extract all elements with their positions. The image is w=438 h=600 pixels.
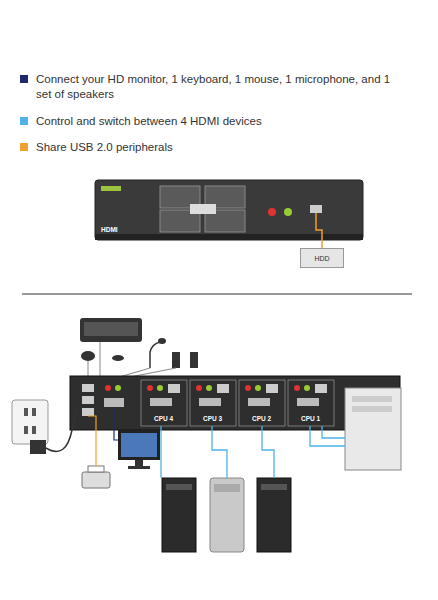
speaker [190,352,198,368]
wall-outlet [12,400,48,444]
monitor [118,430,160,460]
audio-jack [115,385,121,391]
legend-text: Share USB 2.0 peripherals [36,140,406,155]
hdmi-cable [161,426,274,478]
peripheral-cable [88,342,176,378]
legend-swatch [20,117,28,125]
printer [82,472,110,488]
speaker [172,352,180,368]
legend-swatch [20,75,28,83]
power-adapter [30,440,46,454]
usb-cable [88,416,96,466]
kvm-base [95,234,363,240]
drive-box: HDD [300,248,344,268]
hdmi-out [104,398,124,407]
audio-jack [105,385,111,391]
mouse [81,351,95,361]
computer-tower [210,478,244,552]
keyboard-keys [84,322,138,336]
usb-cable [316,213,322,248]
hdmi-logo: HDMI [101,226,118,233]
legend-swatch [20,143,28,151]
microphone [150,342,160,368]
usb-port [82,408,94,416]
drive-label: HDD [314,255,329,262]
divider [22,294,412,295]
kvm-front [95,180,363,240]
power-cable [46,405,78,451]
audio-jack [268,208,276,216]
mouse [112,355,124,361]
hdmi-cable [310,426,345,446]
usb-port [310,205,322,213]
usb-port [82,384,94,392]
brand-logo [101,186,121,191]
cpu-ports [141,380,334,426]
usb-port [82,396,94,404]
port-label: CPU 2 [252,415,271,422]
port-label: CPU 3 [203,415,222,422]
legend-text: Connect your HD monitor, 1 keyboard, 1 m… [36,72,406,102]
computer-tower [257,478,291,552]
port-label: CPU 4 [154,415,173,422]
keyboard [80,318,142,342]
audio-jack [284,208,292,216]
port-label: CPU 1 [301,415,320,422]
legend-text: Control and switch between 4 HDMI device… [36,114,406,129]
monitor-cable [114,407,118,440]
computer-tower [162,478,196,552]
computer-tower [345,388,401,470]
microphone [158,338,166,344]
display-panel [190,204,216,214]
